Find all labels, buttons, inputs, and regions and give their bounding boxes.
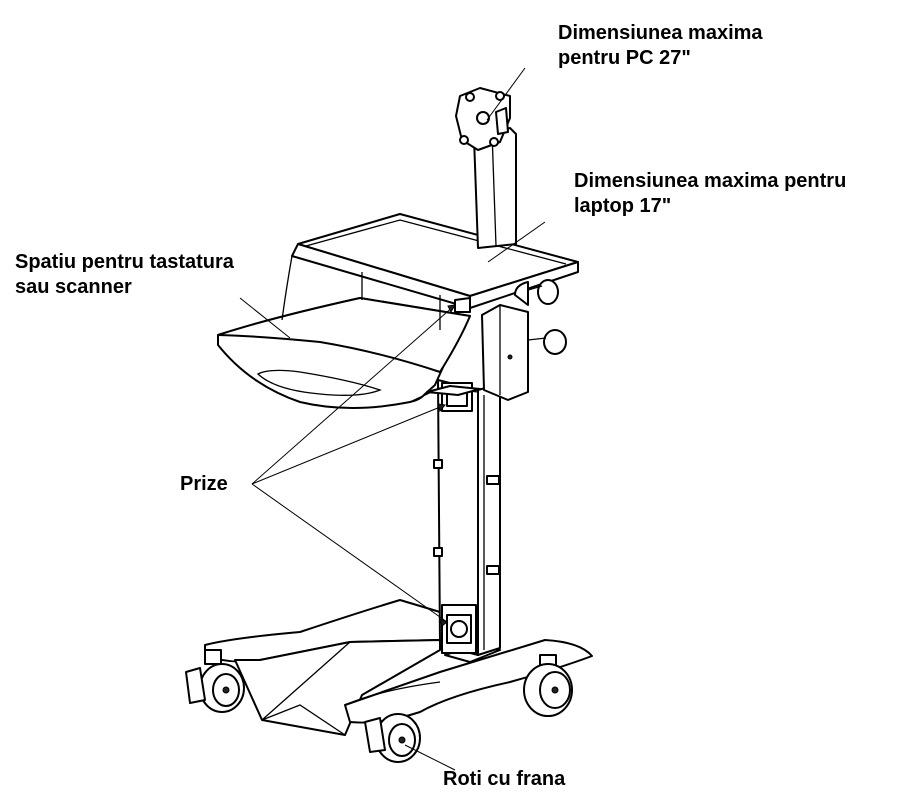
laptop-size-label: Dimensiunea maxima pentru laptop 17" — [574, 169, 846, 219]
wheel-back-right — [523, 654, 573, 717]
wheel-front-left — [185, 649, 245, 713]
monitor-size-label-line2: pentru PC 27" — [558, 47, 691, 69]
wheels-label: Roti cu frana — [443, 768, 566, 790]
keyboard-space-label-line2: sau scanner — [15, 276, 132, 298]
keyboard-shelf — [217, 297, 481, 409]
keyboard-space-label-line1: Spatiu pentru tastatura — [15, 251, 234, 273]
monitor-size-label: Dimensiunea maxima pentru PC 27" — [558, 21, 763, 71]
monitor-size-label-line1: Dimensiunea maxima — [558, 22, 763, 44]
side-bracket — [481, 279, 567, 401]
laptop-size-label-line2: laptop 17" — [574, 195, 672, 217]
column — [433, 379, 501, 656]
monitor-mount — [455, 87, 517, 249]
sockets-label: Prize — [180, 473, 228, 495]
keyboard-space-label: Spatiu pentru tastatura sau scanner — [15, 250, 234, 300]
wheel-front-right — [364, 713, 421, 763]
laptop-size-label-line1: Dimensiunea maxima pentru — [574, 170, 847, 192]
leader-lines — [239, 67, 546, 771]
base-frame — [204, 599, 593, 736]
